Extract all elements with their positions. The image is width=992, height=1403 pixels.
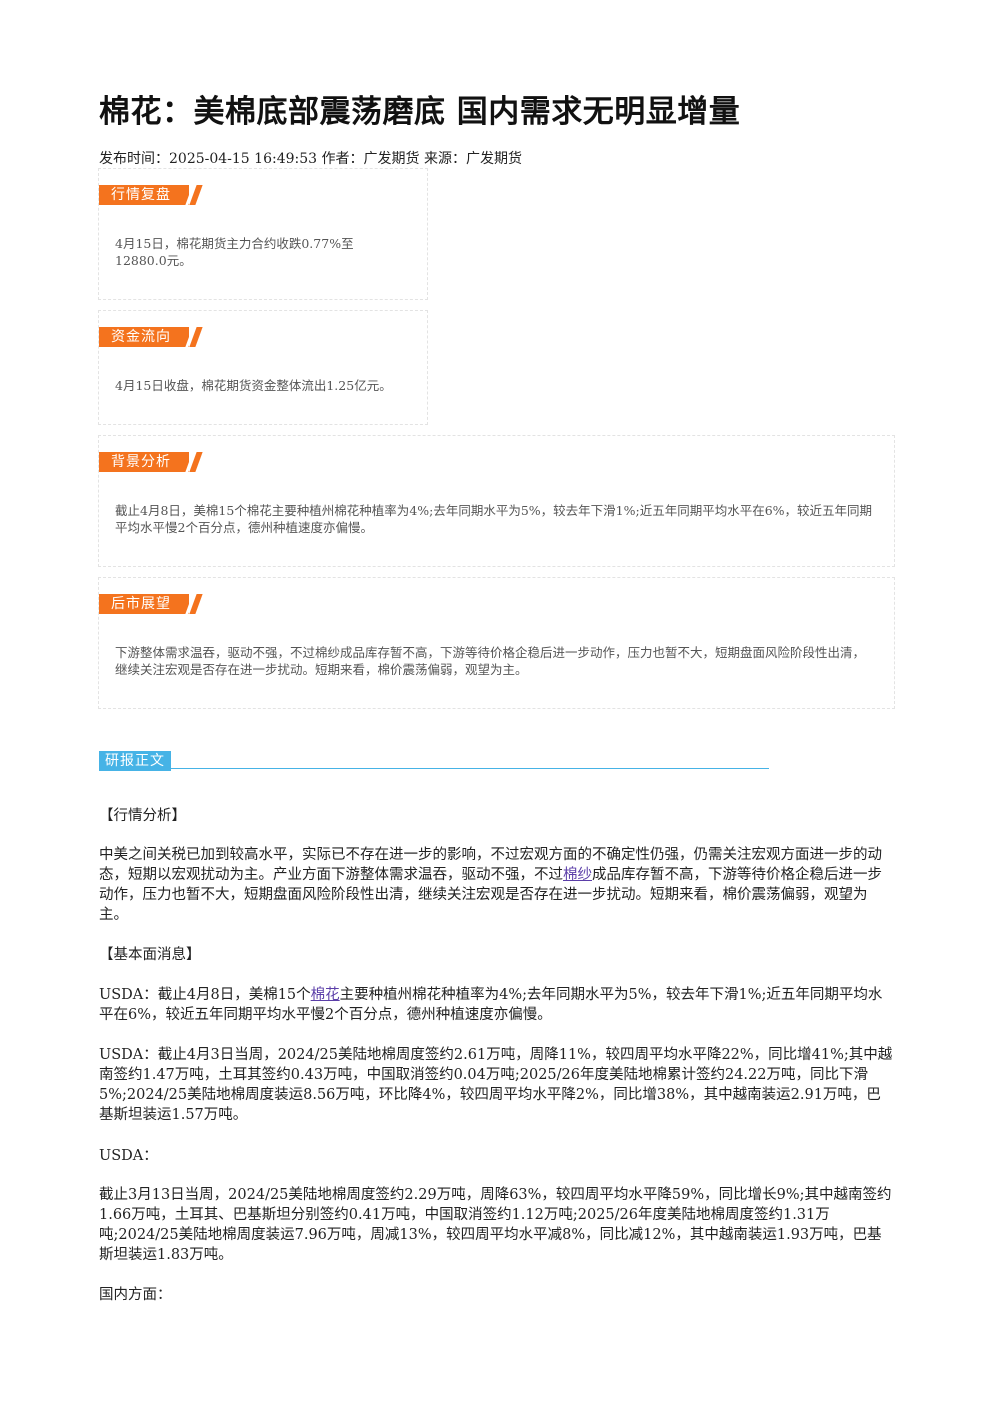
report-divider <box>99 768 769 769</box>
background-card: 背景分析 截止4月8日，美棉15个棉花主要种植州棉花种植率为4%;去年同期水平为… <box>98 435 895 567</box>
page-title: 棉花：美棉底部震荡磨底 国内需求无明显增量 <box>99 94 741 130</box>
cotton-yarn-link[interactable]: 棉纱 <box>563 867 592 883</box>
paragraph-text: USDA：截止4月8日，美棉15个 <box>99 987 311 1003</box>
paragraph-text: 中美之间关税已加到较高水平，实际已不存在进一步的影响，不过宏观方面的不确定性仍强… <box>99 847 882 883</box>
paragraph-usda-planting: USDA：截止4月8日，美棉15个棉花主要种植州棉花种植率为4%;去年同期水平为… <box>99 985 895 1025</box>
market-review-tag: 行情复盘 <box>99 185 189 205</box>
capital-flow-card: 资金流向 4月15日收盘，棉花期货资金整体流出1.25亿元。 <box>98 310 428 425</box>
background-text: 截止4月8日，美棉15个棉花主要种植州棉花种植率为4%;去年同期水平为5%，较去… <box>115 503 873 535</box>
capital-flow-tag: 资金流向 <box>99 327 189 347</box>
paragraph-text: 成品库存暂不高，下游等待价格企稳后进一步动作，压力也暂不大，短期盘面风险阶段性出… <box>99 867 882 923</box>
paragraph-market-analysis: 中美之间关税已加到较高水平，实际已不存在进一步的影响，不过宏观方面的不确定性仍强… <box>99 845 895 925</box>
outlook-text: 下游整体需求温吞，驱动不强，不过棉纱成品库存暂不高，下游等待价格企稳后进一步动作… <box>115 645 866 677</box>
paragraph-usda-signing-mar: 截止3月13日当周，2024/25美陆地棉周度签约2.29万吨，周降63%，较四… <box>99 1187 892 1263</box>
publish-meta: 发布时间：2025-04-15 16:49:53 作者：广发期货 来源：广发期货 <box>99 151 522 167</box>
market-review-card: 行情复盘 4月15日，棉花期货主力合约收跌0.77%至12880.0元。 <box>98 168 428 300</box>
outlook-tag: 后市展望 <box>99 594 189 614</box>
market-review-text: 4月15日，棉花期货主力合约收跌0.77%至12880.0元。 <box>115 236 354 268</box>
cotton-link[interactable]: 棉花 <box>310 987 340 1003</box>
heading-market-analysis: 【行情分析】 <box>99 808 186 824</box>
report-body-tag: 研报正文 <box>99 751 171 771</box>
background-tag: 背景分析 <box>99 452 189 472</box>
paragraph-usda-signing-apr: USDA：截止4月3日当周，2024/25美陆地棉周度签约2.61万吨，周降11… <box>99 1047 893 1123</box>
heading-fundamentals: 【基本面消息】 <box>99 947 201 963</box>
paragraph-text: 主要种植州棉花种植率为4%;去年同期水平为5%，较去年下滑1%;近五年同期平均水… <box>99 987 883 1023</box>
capital-flow-text: 4月15日收盘，棉花期货资金整体流出1.25亿元。 <box>115 378 392 393</box>
paragraph-usda-label: USDA： <box>99 1148 158 1164</box>
paragraph-domestic: 国内方面： <box>99 1287 172 1303</box>
outlook-card: 后市展望 下游整体需求温吞，驱动不强，不过棉纱成品库存暂不高，下游等待价格企稳后… <box>98 577 895 709</box>
